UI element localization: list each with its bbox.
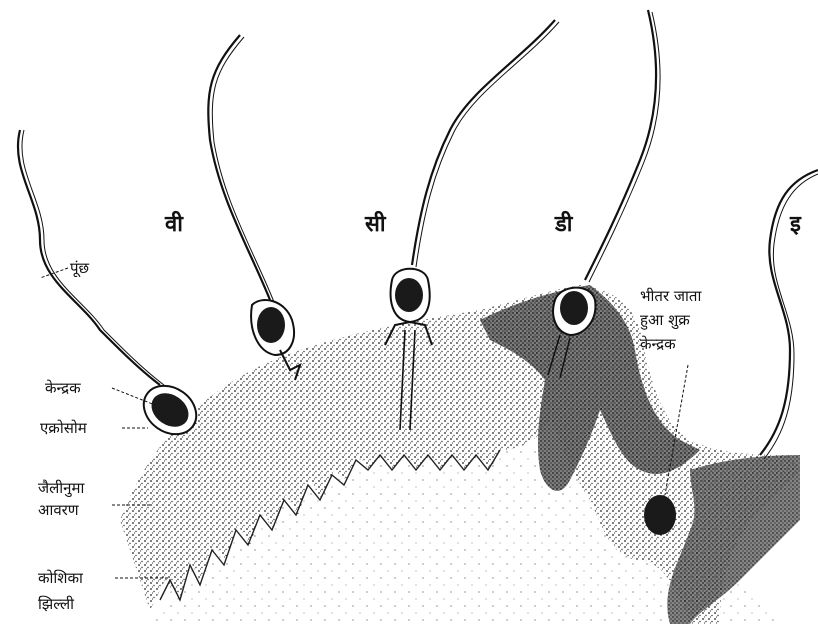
label-entering-2: हुआ शुक्र bbox=[640, 310, 690, 330]
label-cell-membrane-2: झिल्ली bbox=[38, 594, 74, 614]
label-entering-3: केन्द्रक bbox=[640, 334, 676, 354]
sperm-b bbox=[208, 35, 300, 380]
label-jelly-coat-1: जैलीनुमा bbox=[38, 478, 84, 498]
label-cell-membrane-1: कोशिका bbox=[38, 568, 83, 588]
label-entering-1: भीतर जाता bbox=[640, 286, 701, 306]
stage-label-d: डी bbox=[555, 208, 572, 238]
label-nucleus: केन्द्रक bbox=[45, 378, 81, 398]
entering-sperm-nucleus bbox=[644, 495, 676, 535]
stage-label-c: सी bbox=[365, 208, 386, 238]
stage-label-b: वी bbox=[165, 208, 183, 238]
label-jelly-coat-2: आवरण bbox=[38, 500, 79, 520]
stage-label-e: इ bbox=[790, 208, 801, 238]
label-acrosome: एक्रोसोम bbox=[40, 418, 87, 438]
label-tail: पूंछ bbox=[70, 258, 89, 278]
